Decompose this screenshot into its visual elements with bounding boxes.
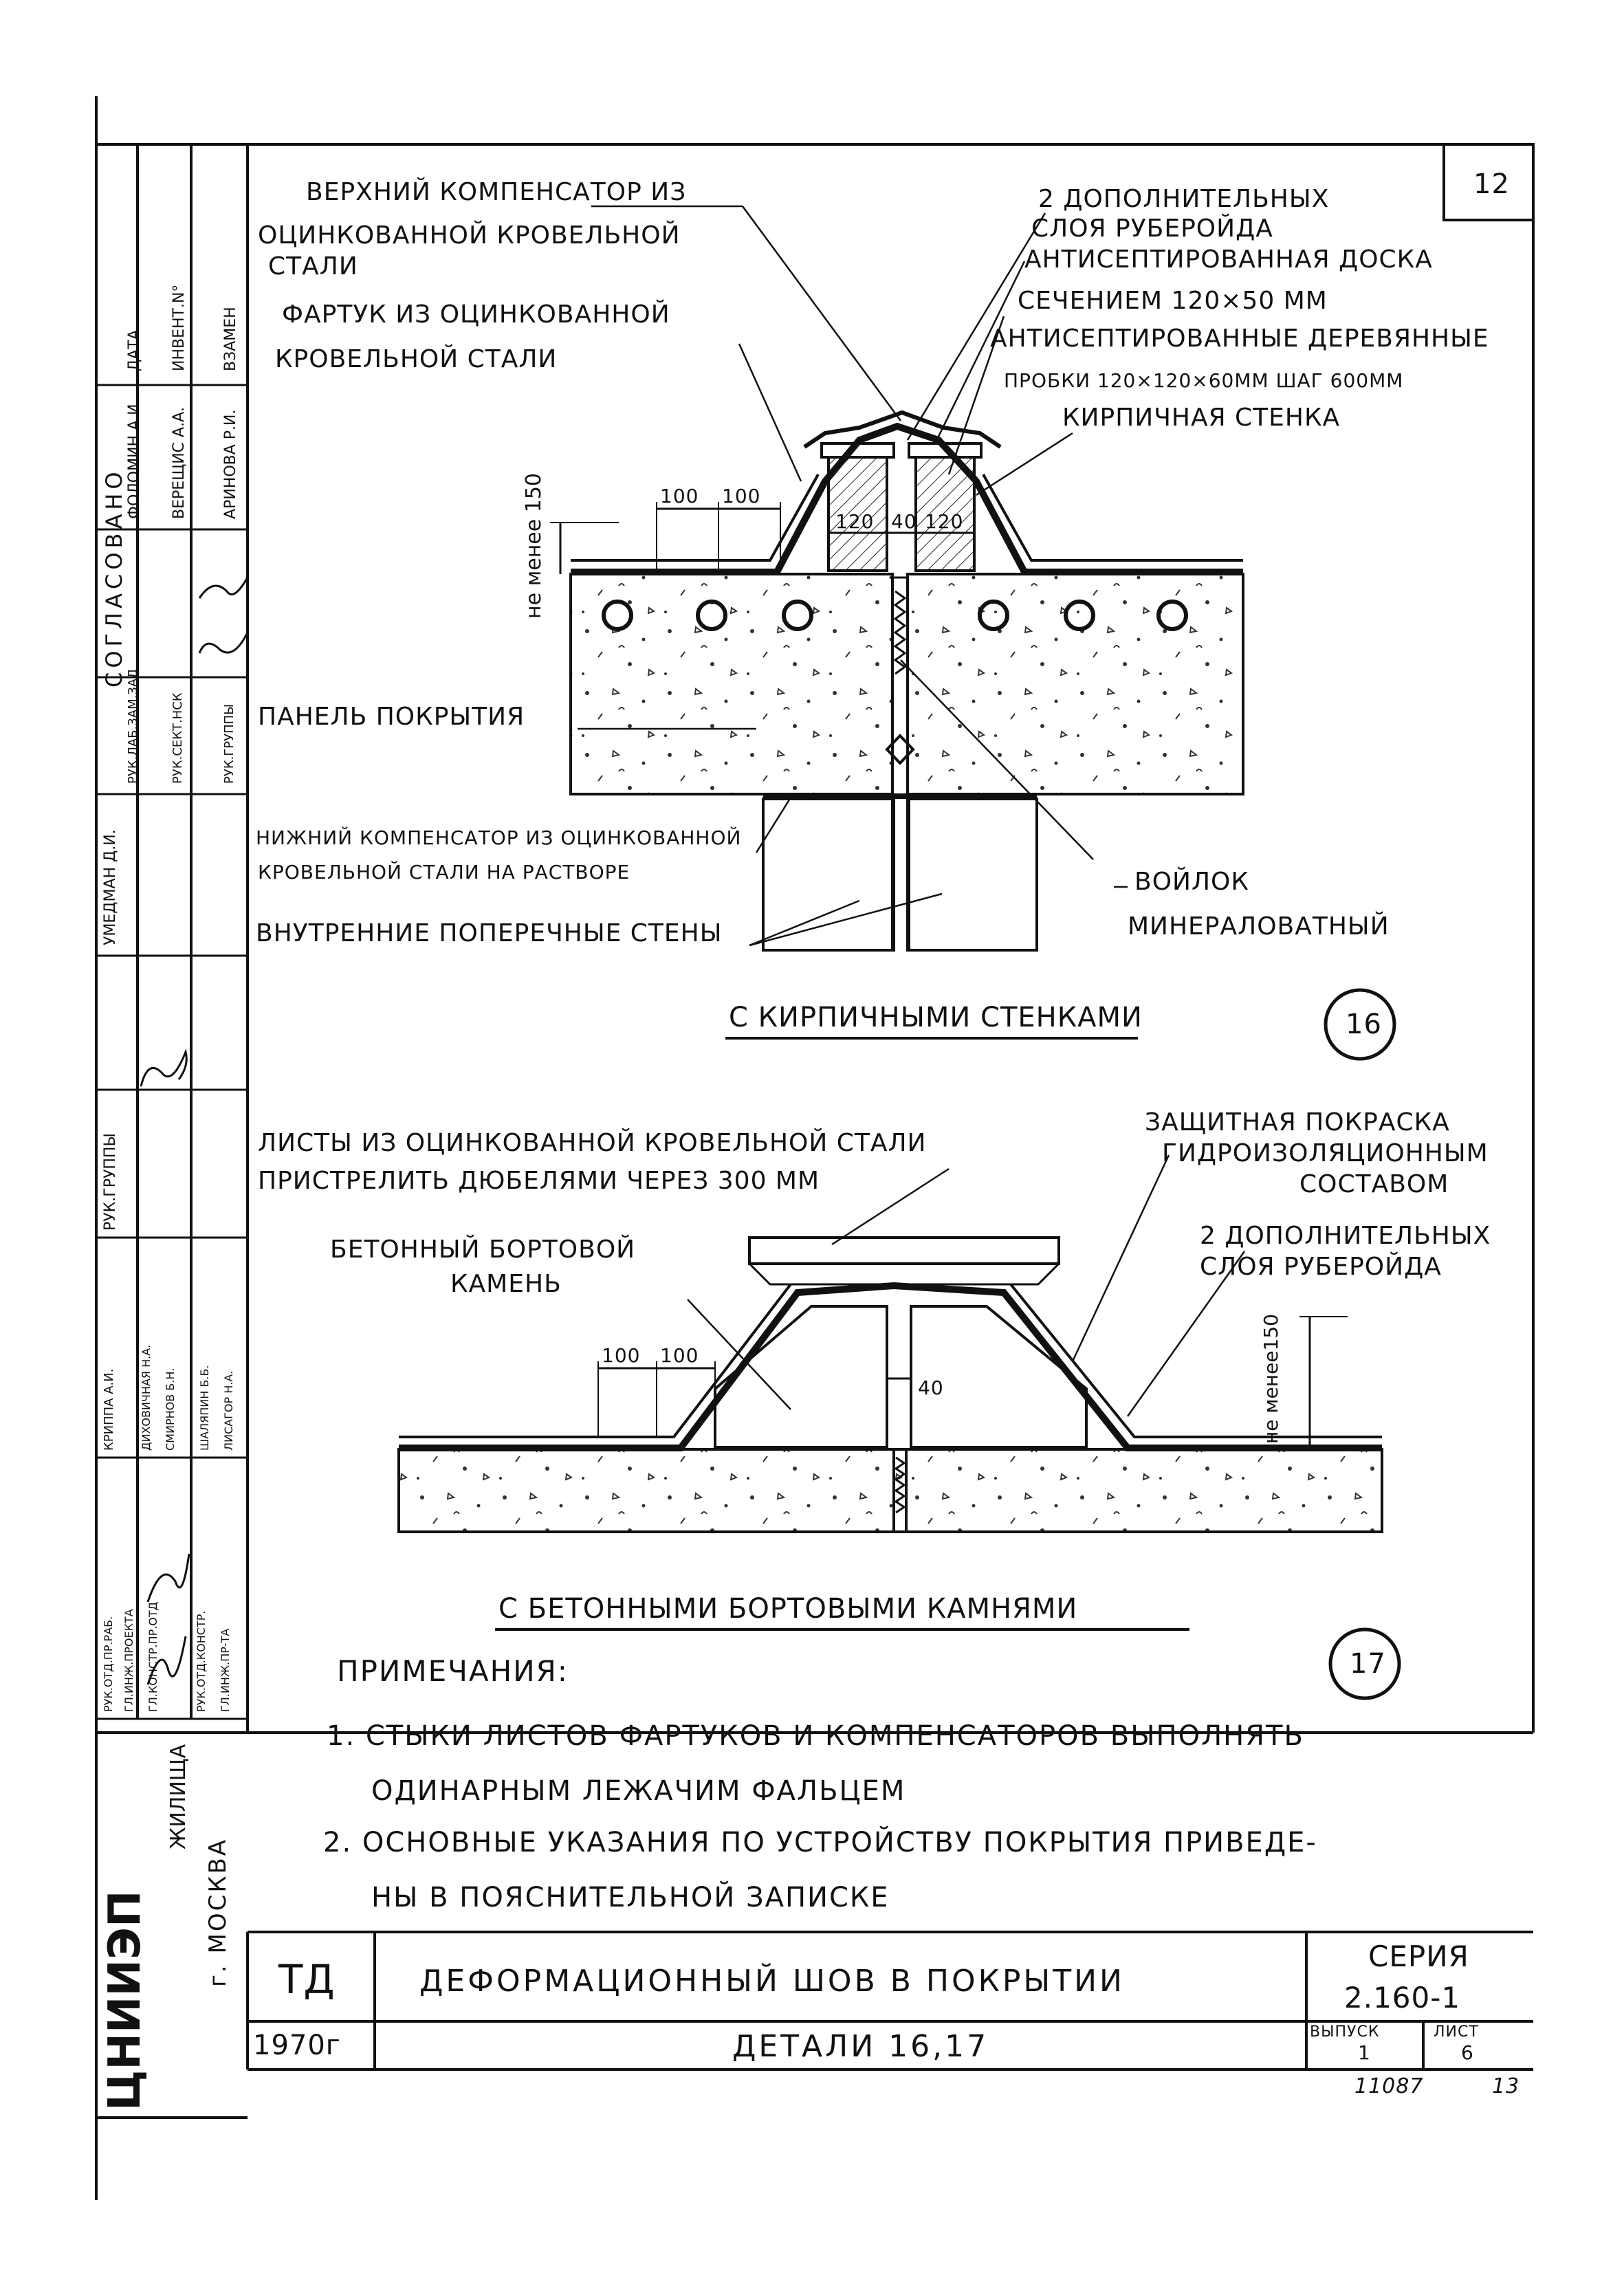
label-lower-compensator-1: НИЖНИЙ КОМПЕНСАТОР ИЗ ОЦИНКОВАННОЙ bbox=[256, 826, 742, 849]
dim-40: 40 bbox=[891, 510, 917, 533]
dim-100-d: 100 bbox=[660, 1344, 699, 1367]
archive-number: 11087 bbox=[1354, 2074, 1424, 2098]
sheet-value: 6 bbox=[1461, 2041, 1474, 2064]
stamp-p3: ГЛ.КОНСТР.ПР.ОТД bbox=[146, 1601, 160, 1712]
label-board-1: АНТИСЕПТИРОВАННАЯ ДОСКА bbox=[1024, 245, 1433, 274]
dim-120-a: 120 bbox=[835, 510, 875, 533]
year: 1970г bbox=[253, 2030, 341, 2061]
label-min-150-b: не менее150 bbox=[1260, 1314, 1282, 1444]
drawing-title: ДЕФОРМАЦИОННЫЙ ШОВ В ПОКРЫТИИ bbox=[419, 1964, 1125, 1999]
stamp-smirnov: СМИРНОВ Б.Н. bbox=[164, 1368, 177, 1451]
stamp-p5: ГЛ.ИНЖ.ПР-ТА bbox=[219, 1628, 232, 1712]
number-detail-16: 16 bbox=[1346, 1009, 1382, 1040]
sheet-number: 12 bbox=[1473, 168, 1510, 200]
detail-17-leaders bbox=[687, 1154, 1246, 1417]
stamp-arinova: АРИНОВА Р.И. bbox=[222, 409, 239, 519]
stamp-p2: ГЛ.ИНЖ.ПРОЕКТА bbox=[122, 1609, 135, 1712]
detail-16-leaders bbox=[578, 205, 1128, 947]
details-title: ДЕТАЛИ 16,17 bbox=[732, 2029, 989, 2064]
stamp-organization: ЦНИИЭП bbox=[100, 1890, 151, 2111]
label-upper-compensator-1: ВЕРХНИЙ КОМПЕНСАТОР ИЗ bbox=[306, 178, 687, 206]
stamp-fomin: ФОЛОМИН А.И. bbox=[126, 399, 143, 519]
label-curb-stone-1: БЕТОННЫЙ БОРТОВОЙ bbox=[330, 1236, 636, 1264]
dim-40-b: 40 bbox=[918, 1376, 944, 1399]
series-value: 2.160-1 bbox=[1344, 1981, 1461, 2014]
notes-heading: ПРИМЕЧАНИЯ: bbox=[337, 1654, 569, 1688]
label-upper-compensator-2: ОЦИНКОВАННОЙ КРОВЕЛЬНОЙ bbox=[258, 221, 681, 250]
label-plugs-2: ПРОБКИ 120×120×60ММ ШАГ 600ММ bbox=[1004, 369, 1404, 392]
label-roofing-felt-17-2: СЛОЯ РУБЕРОЙДА bbox=[1200, 1253, 1442, 1281]
stamp-lisagor: ЛИСАГОР Н.А. bbox=[222, 1370, 235, 1451]
caption-detail-17: С БЕТОННЫМИ БОРТОВЫМИ КАМНЯМИ bbox=[498, 1593, 1078, 1625]
label-plugs-1: АНТИСЕПТИРОВАННЫЕ ДЕРЕВЯННЫЕ bbox=[990, 325, 1489, 353]
detail-17-marker bbox=[1328, 1627, 1401, 1700]
label-apron-1: ФАРТУК ИЗ ОЦИНКОВАННОЙ bbox=[282, 300, 670, 329]
stamp-agreed: СОГЛАСОВАНО bbox=[101, 468, 127, 688]
label-paint-2: ГИДРОИЗОЛЯЦИОННЫМ bbox=[1162, 1139, 1489, 1167]
stamp-p4: РУК.ОТД.КОНСТР. bbox=[195, 1610, 208, 1712]
title-td: ТД bbox=[278, 1956, 336, 2003]
label-board-2: СЕЧЕНИЕМ 120×50 ММ bbox=[1018, 287, 1328, 315]
stamp-shalyapin: ШАЛЯПИН Б.Б. bbox=[198, 1365, 211, 1451]
detail-16-marker bbox=[1324, 988, 1396, 1061]
label-inner-walls: ВНУТРЕННИЕ ПОПЕРЕЧНЫЕ СТЕНЫ bbox=[256, 919, 723, 947]
label-upper-compensator-3: СТАЛИ bbox=[268, 252, 358, 281]
stamp-dikhovichnaya: ДИХОВИЧНАЯ Н.А. bbox=[140, 1344, 153, 1451]
label-curb-stone-2: КАМЕНЬ bbox=[450, 1270, 562, 1298]
stamp-vereshch: ВЕРЕЩИС А.А. bbox=[171, 406, 188, 519]
note-1-line-1: 1. СТЫКИ ЛИСТОВ ФАРТУКОВ И КОМПЕНСАТОРОВ… bbox=[327, 1720, 1304, 1752]
label-roofing-felt-1: 2 ДОПОЛНИТЕЛЬНЫХ bbox=[1038, 185, 1330, 213]
note-2-line-1: 2. ОСНОВНЫЕ УКАЗАНИЯ ПО УСТРОЙСТВУ ПОКРЫ… bbox=[323, 1827, 1317, 1858]
sheet-frame bbox=[95, 96, 1535, 2200]
stamp-replace: ВЗАМЕН bbox=[222, 307, 239, 371]
detail-17-section bbox=[397, 1236, 1383, 1533]
detail-16-section bbox=[550, 410, 1244, 952]
stamp-krippa: КРИППА А.И. bbox=[102, 1368, 116, 1451]
panel-hollow-cores bbox=[602, 600, 1188, 631]
label-sheets-1: ЛИСТЫ ИЗ ОЦИНКОВАННОЙ КРОВЕЛЬНОЙ СТАЛИ bbox=[258, 1129, 927, 1157]
number-detail-17: 17 bbox=[1350, 1648, 1386, 1680]
label-roof-panel: ПАНЕЛЬ ПОКРЫТИЯ bbox=[258, 703, 525, 731]
stamp-ruk-gruppy: РУК.ГРУППЫ bbox=[102, 1133, 119, 1231]
label-felt-2: МИНЕРАЛОВАТНЫЙ bbox=[1128, 912, 1390, 941]
issue-label: ВЫПУСК bbox=[1310, 2023, 1380, 2041]
stamp-organization-2: ЖИЛИЩА bbox=[166, 1744, 190, 1849]
stamp-date: ДАТА bbox=[126, 329, 143, 371]
label-min-150: не менее 150 bbox=[522, 472, 546, 619]
label-paint-1: ЗАЩИТНАЯ ПОКРАСКА bbox=[1145, 1108, 1450, 1136]
label-lower-compensator-2: КРОВЕЛЬНОЙ СТАЛИ НА РАСТВОРЕ bbox=[258, 861, 630, 883]
signatures bbox=[140, 577, 249, 1685]
label-roofing-felt-17-1: 2 ДОПОЛНИТЕЛЬНЫХ bbox=[1200, 1222, 1491, 1250]
issue-value: 1 bbox=[1358, 2041, 1371, 2064]
label-roofing-felt-2: СЛОЯ РУБЕРОЙДА bbox=[1031, 215, 1273, 243]
label-sheets-2: ПРИСТРЕЛИТЬ ДЮБЕЛЯМИ ЧЕРЕЗ 300 ММ bbox=[258, 1167, 820, 1195]
sheet-label: ЛИСТ bbox=[1434, 2023, 1479, 2041]
note-1-line-2: ОДИНАРНЫМ ЛЕЖАЧИМ ФАЛЬЦЕМ bbox=[371, 1775, 906, 1807]
caption-detail-16: С КИРПИЧНЫМИ СТЕНКАМИ bbox=[729, 1002, 1143, 1033]
archive-page: 13 bbox=[1492, 2074, 1520, 2098]
stamp-p1: РУК.ОТД.ПР.РАБ. bbox=[102, 1616, 115, 1712]
dim-100-c: 100 bbox=[602, 1344, 641, 1367]
stamp-inventory: ИНВЕНТ.N° bbox=[171, 284, 188, 371]
dim-120-b: 120 bbox=[925, 510, 964, 533]
note-2-line-2: НЫ В ПОЯСНИТЕЛЬНОЙ ЗАПИСКЕ bbox=[371, 1882, 890, 1913]
dim-100-b: 100 bbox=[722, 485, 761, 507]
dim-100-a: 100 bbox=[660, 485, 699, 507]
label-brick-wall: КИРПИЧНАЯ СТЕНКА bbox=[1062, 404, 1341, 432]
stamp-city: г. МОСКВА bbox=[204, 1837, 232, 1987]
stamp-r1: РУК.ЛАБ.ЗАМ.ЗАД bbox=[126, 668, 140, 784]
label-paint-3: СОСТАВОМ bbox=[1299, 1170, 1449, 1198]
stamp-umedman: УМЕДМАН Д.И. bbox=[102, 829, 119, 945]
stamp-r2: РУК.СЕКТ.НСК bbox=[171, 692, 185, 784]
label-apron-2: КРОВЕЛЬНОЙ СТАЛИ bbox=[275, 345, 558, 373]
series-label: СЕРИЯ bbox=[1368, 1940, 1469, 1973]
label-felt-1: ВОЙЛОК bbox=[1134, 868, 1249, 896]
stamp-r3: РУК.ГРУППЫ bbox=[222, 703, 237, 784]
